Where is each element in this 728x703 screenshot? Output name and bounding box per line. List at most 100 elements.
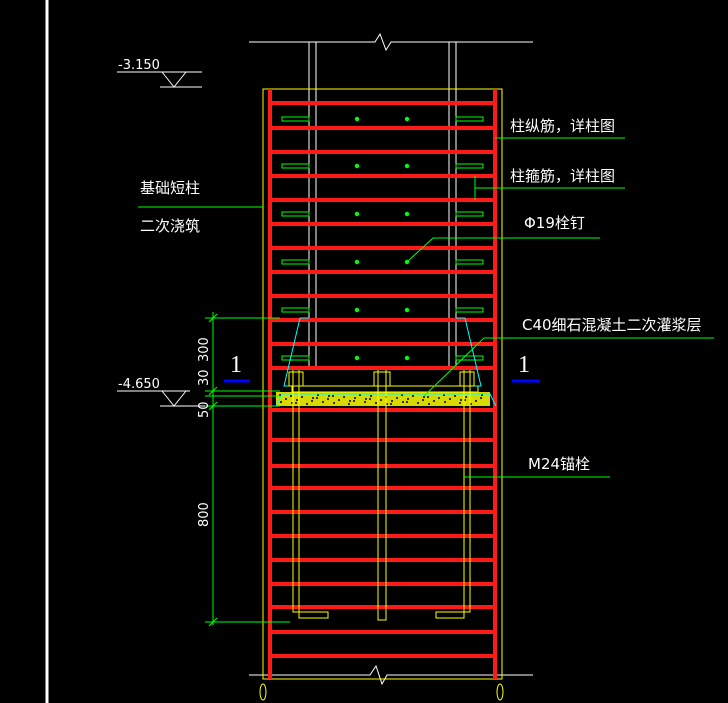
grout-particle xyxy=(338,399,340,401)
grout-particle xyxy=(306,403,308,405)
shear-stud xyxy=(281,116,310,122)
shear-studs xyxy=(281,116,484,361)
shear-stud xyxy=(281,163,310,169)
shear-stud xyxy=(455,116,484,122)
callout-pedestal-line1: 基础短柱 xyxy=(140,179,200,197)
shear-stud xyxy=(281,355,310,361)
callout-column-stirrups: 柱箍筋，详柱图 xyxy=(474,167,625,200)
elevation-top-label: -3.150 xyxy=(118,58,160,73)
dim-50: 50 xyxy=(197,401,212,418)
grout-particle xyxy=(375,402,377,404)
shear-stud-dot xyxy=(404,116,410,122)
grout-particle xyxy=(427,396,429,398)
shear-stud-dot xyxy=(354,259,360,265)
grout-particle xyxy=(428,403,430,405)
callout-anchor-bolt-text: M24锚栓 xyxy=(528,455,590,473)
shear-stud-dot xyxy=(404,211,410,217)
shear-stud-dot xyxy=(354,355,360,361)
shear-stud xyxy=(455,355,484,361)
shear-stud xyxy=(455,259,484,265)
grout-particle xyxy=(459,402,461,404)
longitudinal-rebars xyxy=(268,89,497,679)
callout-grout-layer-text: C40细石混凝土二次灌浆层 xyxy=(522,316,702,334)
callout-shear-stud: Φ19栓钉 xyxy=(406,214,600,263)
grout-particle xyxy=(465,396,467,398)
grout-particle xyxy=(364,401,366,403)
dimension-labels: 300 30 50 800 xyxy=(197,337,212,527)
elevation-top: -3.150 xyxy=(117,58,202,88)
anchor-bolts xyxy=(288,370,475,621)
section-mark-right: 1 xyxy=(512,352,540,383)
shear-stud xyxy=(455,211,484,217)
grout-particle xyxy=(332,395,334,397)
grout-particle xyxy=(343,396,345,398)
grout-particle xyxy=(402,401,404,403)
shear-stud-dot xyxy=(404,307,410,313)
stiffeners xyxy=(283,317,482,387)
callout-pedestal: 基础短柱 二次浇筑 xyxy=(138,179,263,235)
grout-particle xyxy=(417,402,419,404)
callout-pedestal-line2: 二次浇筑 xyxy=(140,217,200,235)
grout-particle xyxy=(433,400,435,402)
grout-particle xyxy=(333,402,335,404)
pedestal-outline xyxy=(262,88,503,680)
elevation-bottom-label: -4.650 xyxy=(118,377,160,392)
shear-stud-dot xyxy=(354,163,360,169)
bottom-break-line xyxy=(249,664,533,686)
grout-particle xyxy=(396,397,398,399)
grout-particle xyxy=(449,398,451,400)
grout-particle xyxy=(475,400,477,402)
grout-particle xyxy=(322,401,324,403)
grout-particle xyxy=(316,397,318,399)
grout-particle xyxy=(390,403,392,405)
grout-particle xyxy=(296,399,298,401)
shear-stud xyxy=(455,163,484,169)
grout-particle xyxy=(480,397,482,399)
grout-particle xyxy=(349,400,351,402)
grout-particle xyxy=(444,401,446,403)
dim-800: 800 xyxy=(197,502,212,527)
top-break-line xyxy=(249,32,533,52)
grout-particle xyxy=(369,398,371,400)
rebar-ends xyxy=(259,683,504,701)
shear-stud-dot xyxy=(404,355,410,361)
dim-30: 30 xyxy=(197,369,212,386)
grout-particle xyxy=(365,398,367,400)
grout-particle xyxy=(285,398,287,400)
shear-stud xyxy=(281,307,310,313)
shear-stud-dot xyxy=(404,163,410,169)
grout-particle xyxy=(422,399,424,401)
shear-stud xyxy=(281,259,310,265)
grout-particle xyxy=(290,395,292,397)
grout-particle xyxy=(380,399,382,401)
shear-stud-dot xyxy=(354,116,360,122)
grout-particle xyxy=(312,397,314,399)
shear-stud xyxy=(455,307,484,313)
dim-300: 300 xyxy=(197,337,212,362)
dimension-chain xyxy=(205,312,290,627)
shear-stud xyxy=(281,211,310,217)
base-plate xyxy=(291,385,479,393)
callout-column-long-bars-text: 柱纵筋，详柱图 xyxy=(510,117,615,135)
section-mark-right-label: 1 xyxy=(518,352,530,378)
grout-particle xyxy=(460,399,462,401)
shear-stud-dot xyxy=(354,307,360,313)
section-mark-left: 1 xyxy=(224,352,250,383)
callout-grout-layer: C40细石混凝土二次灌浆层 xyxy=(423,316,714,397)
grout-particle xyxy=(412,395,414,397)
grout-particle xyxy=(311,400,313,402)
section-mark-left-label: 1 xyxy=(230,352,242,378)
grout-particle xyxy=(348,403,350,405)
callout-shear-stud-text: Φ19栓钉 xyxy=(524,214,585,232)
grout-particle xyxy=(327,398,329,400)
callout-anchor-bolt: M24锚栓 xyxy=(464,455,610,478)
grout-particle xyxy=(353,400,355,402)
grout-particle xyxy=(295,402,297,404)
shear-stud-dot xyxy=(354,211,360,217)
grout-particle xyxy=(370,395,372,397)
grout-particle xyxy=(328,395,330,397)
grout-particle xyxy=(301,396,303,398)
grout-particle xyxy=(280,401,282,403)
stirrups xyxy=(270,101,495,658)
